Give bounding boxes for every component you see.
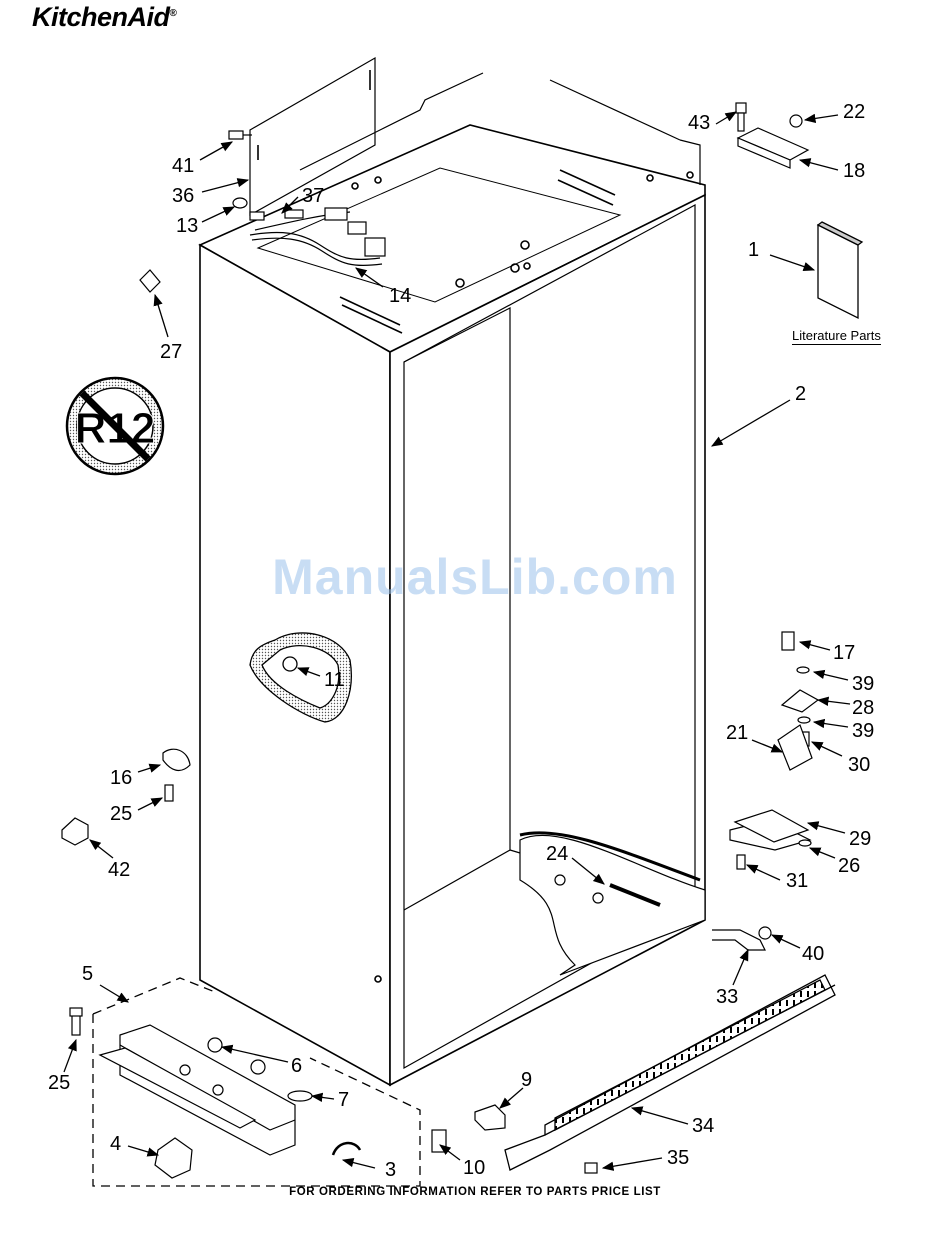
- ordering-info-footer: FOR ORDERING INFORMATION REFER TO PARTS …: [0, 1186, 950, 1198]
- callout-30: 30: [848, 755, 870, 775]
- callout-36: 36: [172, 186, 194, 206]
- callout-13: 13: [176, 216, 198, 236]
- callout-11: 11: [324, 670, 345, 690]
- callout-2: 2: [795, 384, 806, 404]
- callout-35: 35: [667, 1148, 689, 1168]
- callout-41: 41: [172, 156, 194, 176]
- callout-29: 29: [849, 829, 871, 849]
- callout-5: 5: [82, 964, 93, 984]
- top-hinge-parts: [736, 103, 808, 168]
- callout-1: 1: [748, 240, 759, 260]
- callout-42: 42: [108, 860, 130, 880]
- callout-6: 6: [291, 1056, 302, 1076]
- callout-9: 9: [521, 1070, 532, 1090]
- callout-14: 14: [389, 286, 411, 306]
- callout-22: 22: [843, 102, 865, 122]
- callout-3: 3: [385, 1160, 396, 1180]
- callout-27: 27: [160, 342, 182, 362]
- literature-booklet: [818, 222, 862, 318]
- callout-26: 26: [838, 856, 860, 876]
- callout-39a: 39: [852, 674, 874, 694]
- callout-24: 24: [546, 844, 568, 864]
- callout-43: 43: [688, 113, 710, 133]
- callout-21: 21: [726, 723, 748, 743]
- callout-28: 28: [852, 698, 874, 718]
- callout-31: 31: [786, 871, 808, 891]
- callout-16: 16: [110, 768, 132, 788]
- callout-25b: 25: [48, 1073, 70, 1093]
- callout-7: 7: [338, 1090, 349, 1110]
- base-grille: [505, 975, 835, 1170]
- callout-34: 34: [692, 1116, 714, 1136]
- no-r12-badge: R12: [67, 378, 163, 474]
- callout-40: 40: [802, 944, 824, 964]
- callout-18: 18: [843, 161, 865, 181]
- callout-37: 37: [302, 186, 324, 206]
- callout-10: 10: [463, 1158, 485, 1178]
- watermark: ManualsLib.com: [0, 548, 950, 606]
- lower-hinge-assembly: [712, 632, 818, 950]
- callout-25a: 25: [110, 804, 132, 824]
- callout-17: 17: [833, 643, 855, 663]
- callout-4: 4: [110, 1134, 121, 1154]
- callout-33: 33: [716, 987, 738, 1007]
- callout-39b: 39: [852, 721, 874, 741]
- literature-parts-label: Literature Parts: [792, 328, 881, 345]
